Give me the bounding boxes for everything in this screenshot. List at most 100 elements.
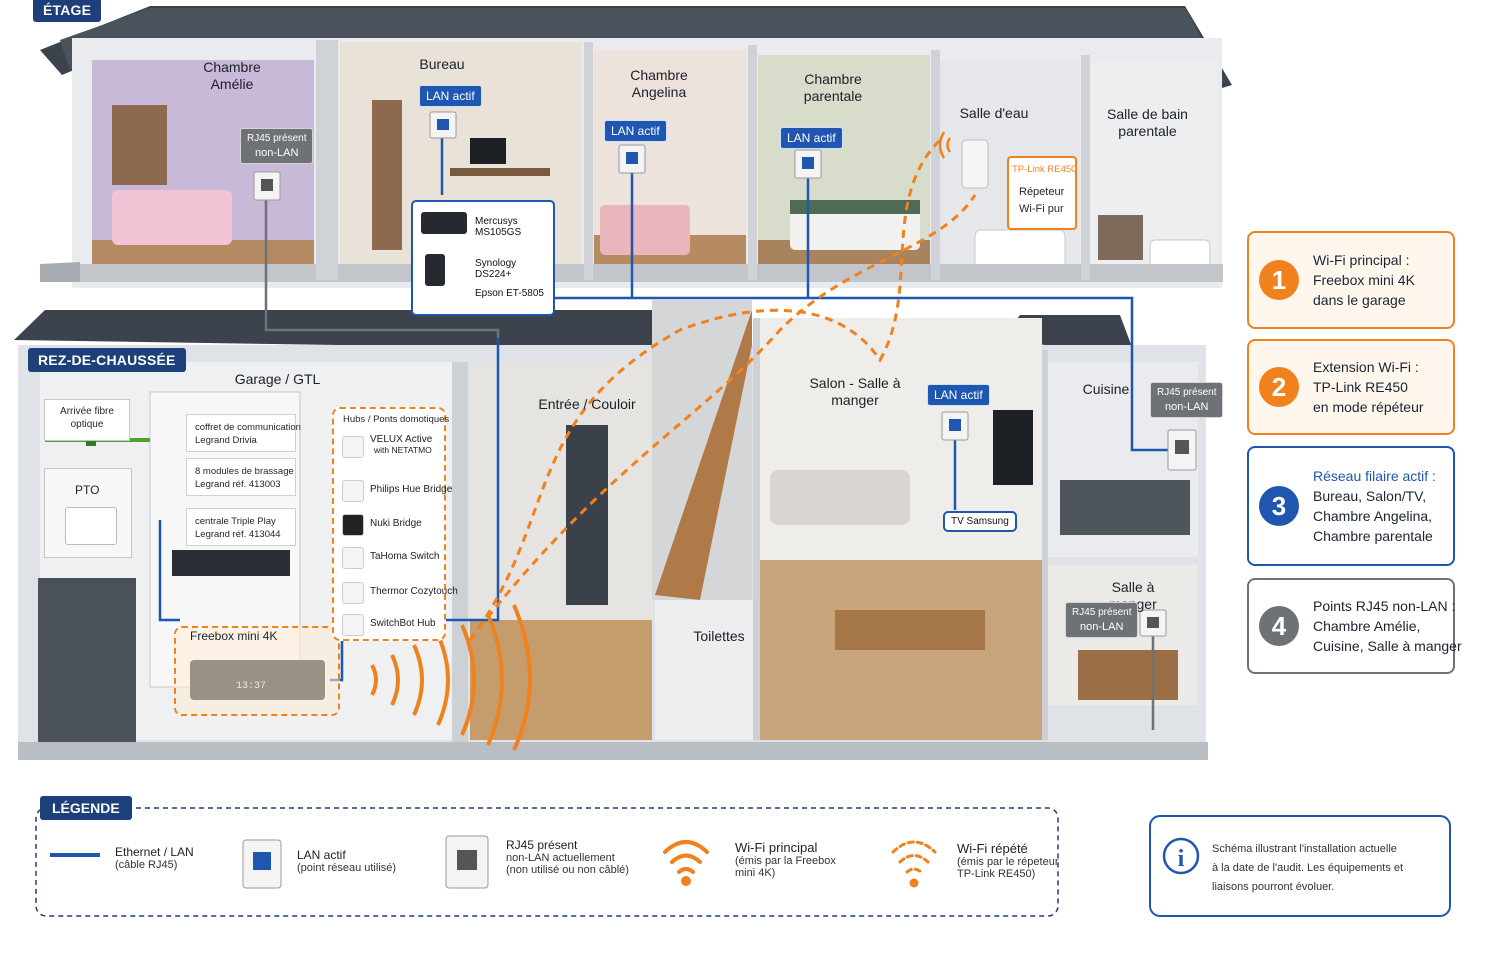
cable-amelie <box>264 198 500 338</box>
freebox-highlight <box>174 626 340 716</box>
wifi-principal-arcs <box>370 604 532 751</box>
hub-icon <box>342 582 364 604</box>
legend-rj45: RJ45 présent non-LAN actuellement (non u… <box>506 838 629 876</box>
room-label-garage: Garage / GTL <box>234 371 321 387</box>
tv-samsung-label: TV Samsung <box>943 511 1017 532</box>
room-label-toilettes: Toilettes <box>693 628 745 644</box>
hub-name: Thermor Cozytouch <box>370 586 458 597</box>
dining-table <box>835 610 985 650</box>
room-label-bureau: Bureau <box>419 56 465 72</box>
hub-icon <box>342 436 364 458</box>
salon-sofa <box>770 470 910 525</box>
info-icon <box>1162 837 1200 875</box>
hub-name: Nuki Bridge <box>370 518 422 529</box>
side-card-number: 3 <box>1259 486 1299 526</box>
note-box <box>1149 815 1451 917</box>
hub-name: TaHoma Switch <box>370 551 440 562</box>
device-switch: Mercusys MS105GS <box>475 216 522 238</box>
salon-tv <box>993 410 1033 485</box>
side-card-text: Points RJ45 non-LAN :Chambre Amélie,Cuis… <box>1313 598 1462 654</box>
bureau-bookcase <box>372 100 402 250</box>
side-card-3: 3 Réseau filaire actif :Bureau, Salon/TV,… <box>1247 446 1455 566</box>
legend-nonlan-port <box>457 850 477 870</box>
plate-parentale-port <box>802 157 814 169</box>
plate-amelie-port <box>261 179 273 191</box>
floor-tag-etage: ÉTAGE <box>33 0 102 22</box>
entree-door <box>566 425 608 605</box>
wifi-repeated-path <box>468 138 977 641</box>
ground-wall-2 <box>753 318 760 740</box>
room-label-cuisine: Cuisine <box>1082 381 1130 397</box>
room-label-salon: Salon - Salle à manger <box>809 375 901 408</box>
sdb-vanity <box>1098 215 1143 260</box>
device-nas: Synology DS224+ <box>475 258 517 280</box>
note-text: Schéma illustrant l'installation actuell… <box>1212 843 1404 893</box>
legend-title: LÉGENDE <box>40 796 132 820</box>
pto-panel: PTO <box>44 468 132 558</box>
legend-lan-port <box>253 852 271 870</box>
plate-angelina-port <box>626 152 638 164</box>
pto-box <box>65 507 117 545</box>
lan-tag-salon: LAN actif <box>927 384 990 406</box>
room-label-entree: Entrée / Couloir <box>538 396 636 412</box>
plate-salon-port <box>949 419 961 431</box>
parentale-bed-top <box>790 200 920 214</box>
wall-plates <box>253 111 1197 637</box>
side-card-number: 1 <box>1259 260 1299 300</box>
freebox-label: Freebox mini 4K <box>190 629 278 643</box>
room-label-salle-eau: Salle d'eau <box>959 105 1029 121</box>
upper-roof-top <box>60 8 1225 82</box>
plate-cuisine-port <box>1175 440 1189 454</box>
legend-wifi-repete-icon <box>891 840 937 888</box>
lan-tag-parentale: LAN actif <box>780 127 843 149</box>
hub-icon <box>342 547 364 569</box>
hub-name: SwitchBot Hub <box>370 618 436 629</box>
side-card-text: Réseau filaire actif :Bureau, Salon/TV,C… <box>1313 468 1436 544</box>
lan-tag-bureau: LAN actif <box>419 85 482 107</box>
upper-slab-edge <box>40 262 80 282</box>
legend-wifi-principal: Wi-Fi principal (émis par la Freebox min… <box>735 840 836 879</box>
repeater-device <box>961 139 989 189</box>
hub-icon <box>342 614 364 636</box>
ground-wall-1 <box>452 362 468 742</box>
upper-wall-2 <box>584 42 593 280</box>
hubs-title: Hubs / Ponts domotiques <box>343 414 450 425</box>
nonlan-cables <box>264 198 1155 730</box>
plate-sam-port <box>1147 617 1159 628</box>
hub-icon <box>342 480 364 502</box>
legend-lan-actif: LAN actif (point réseau utilisé) <box>297 848 397 874</box>
upper-wall-5 <box>1081 55 1090 280</box>
device-printer: Epson ET-5805 <box>475 288 544 299</box>
upper-wall-3 <box>748 45 757 280</box>
amelie-shelf <box>112 105 167 185</box>
switch-icon <box>421 212 467 234</box>
svg-text:i: i <box>1178 846 1185 872</box>
bureau-desk <box>450 168 550 176</box>
patch-panel <box>172 550 290 576</box>
hub-subname: with NETATMO <box>374 445 432 455</box>
hub-icon <box>342 514 364 536</box>
cuisine-counter <box>1060 480 1190 535</box>
upper-wall-1 <box>316 40 338 280</box>
nas-icon <box>425 254 445 286</box>
bureau-devices-callout: Mercusys MS105GS Synology DS224+ Epson E… <box>411 200 555 316</box>
repeater-arcs <box>938 131 952 159</box>
sam-buffet <box>1078 650 1178 700</box>
floor-tag-rdc: REZ-DE-CHAUSSÉE <box>28 348 186 372</box>
plate-bureau-port <box>437 119 449 130</box>
legend-wifi-repete: Wi-Fi répété (émis par le répeteur TP-Li… <box>957 841 1059 880</box>
